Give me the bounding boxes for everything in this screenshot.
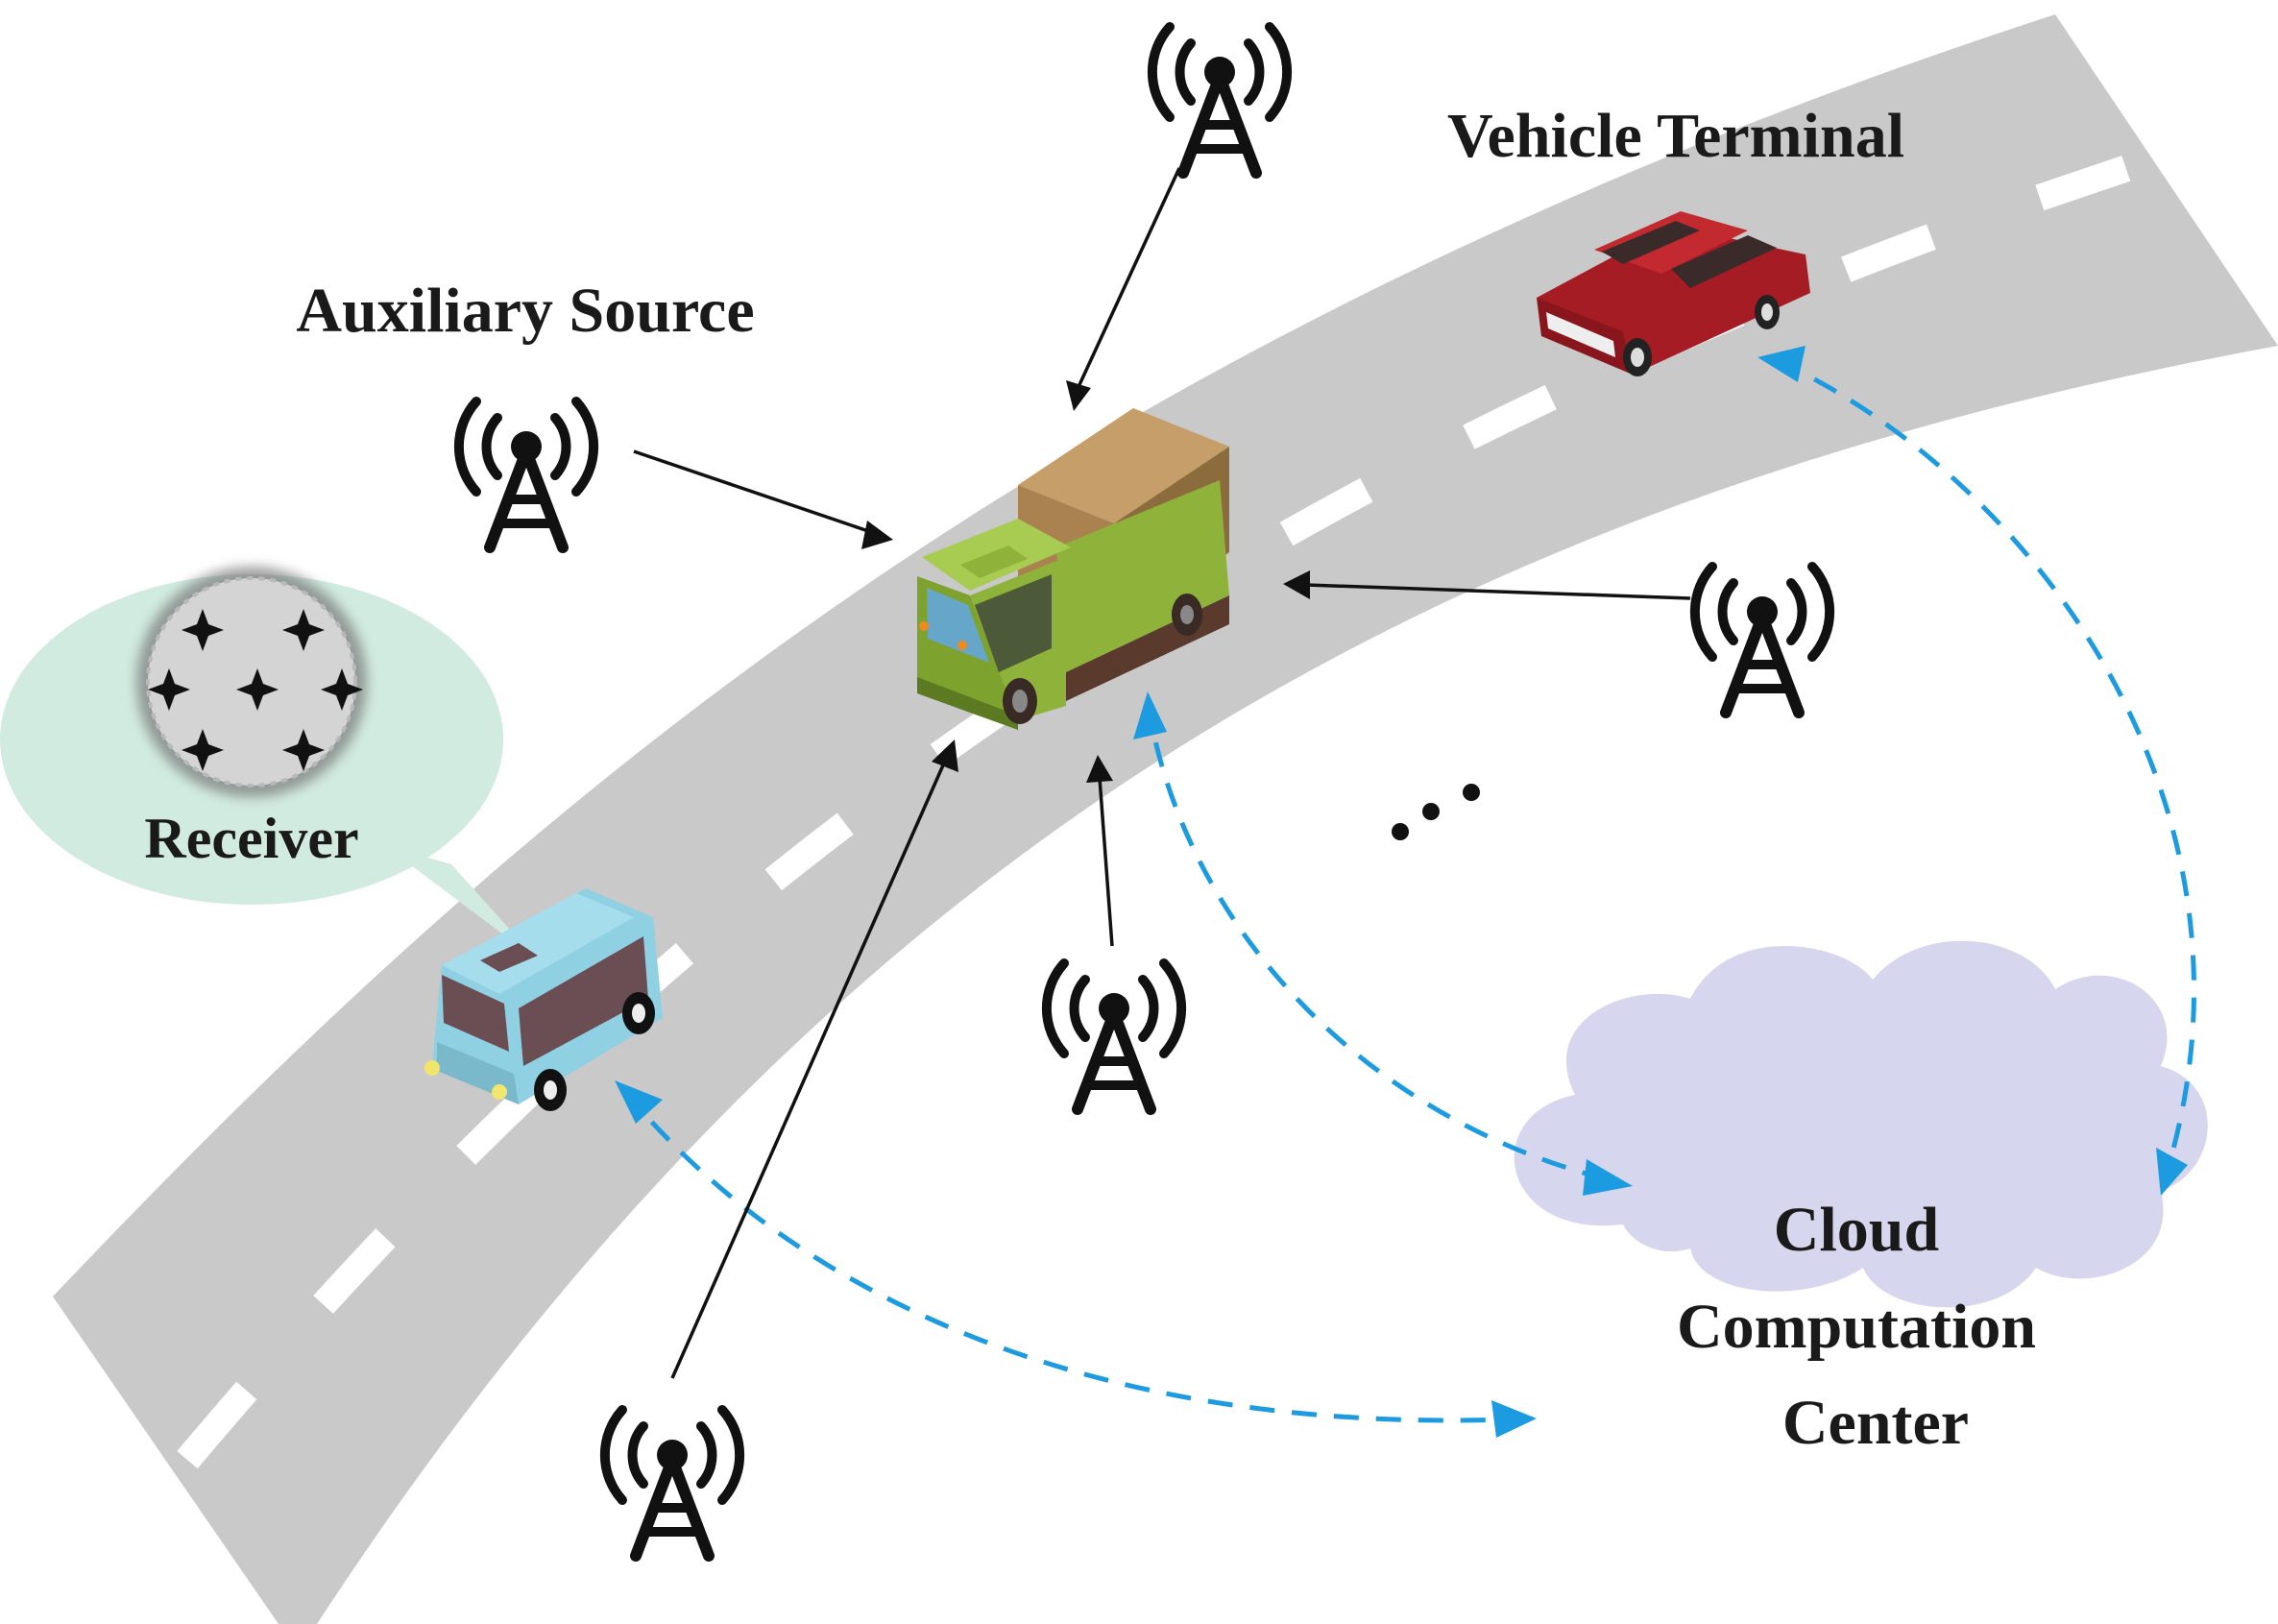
radio-tower-icon (605, 1410, 739, 1556)
cloud-label-line3: Center (1782, 1388, 1969, 1458)
cloud-label-line2: Computation (1677, 1292, 2036, 1362)
link-car-cloud (1775, 357, 2196, 1192)
arrowhead-cloud-right (2156, 1148, 2188, 1196)
dashed-arrowheads (615, 346, 2188, 1438)
dashed-links (622, 357, 2196, 1423)
red-car-vehicle-terminal (1537, 211, 1810, 376)
radio-tower-icon (1047, 963, 1181, 1109)
receiver-label: Receiver (144, 807, 358, 870)
cloud-computation-center (1514, 940, 2208, 1308)
solid-arrows (633, 167, 1691, 1379)
radio-tower-icon (459, 401, 594, 547)
arrow-bottom-tower (670, 758, 948, 1379)
road (53, 14, 2278, 1624)
arrowhead-cloud-top (1583, 1159, 1633, 1196)
radio-tower-icon (1695, 567, 1830, 713)
truck-auxiliary-source (917, 408, 1229, 730)
blue-van-receiver (424, 888, 663, 1111)
link-van-cloud (622, 1088, 1533, 1423)
link-truck-cloud (1145, 700, 1624, 1186)
auxiliary-source-label: Auxiliary Source (296, 276, 754, 346)
arrow-left-tower (633, 449, 875, 535)
radio-tower-icon (1152, 27, 1287, 173)
signal-constellation-icon (136, 567, 367, 797)
arrowhead-car (1757, 346, 1805, 382)
arrowhead-van (615, 1080, 663, 1124)
arrow-top-tower (1076, 167, 1181, 390)
arrowhead-cloud-left (1491, 1400, 1537, 1438)
arrowhead-truck (1133, 691, 1167, 739)
vehicle-terminal-label: Vehicle Terminal (1447, 101, 1904, 171)
cloud-label-line1: Cloud (1774, 1195, 1939, 1265)
ellipsis-dots (1392, 784, 1480, 840)
arrow-right-tower (1305, 583, 1691, 600)
arrow-center-tower (1098, 777, 1114, 947)
